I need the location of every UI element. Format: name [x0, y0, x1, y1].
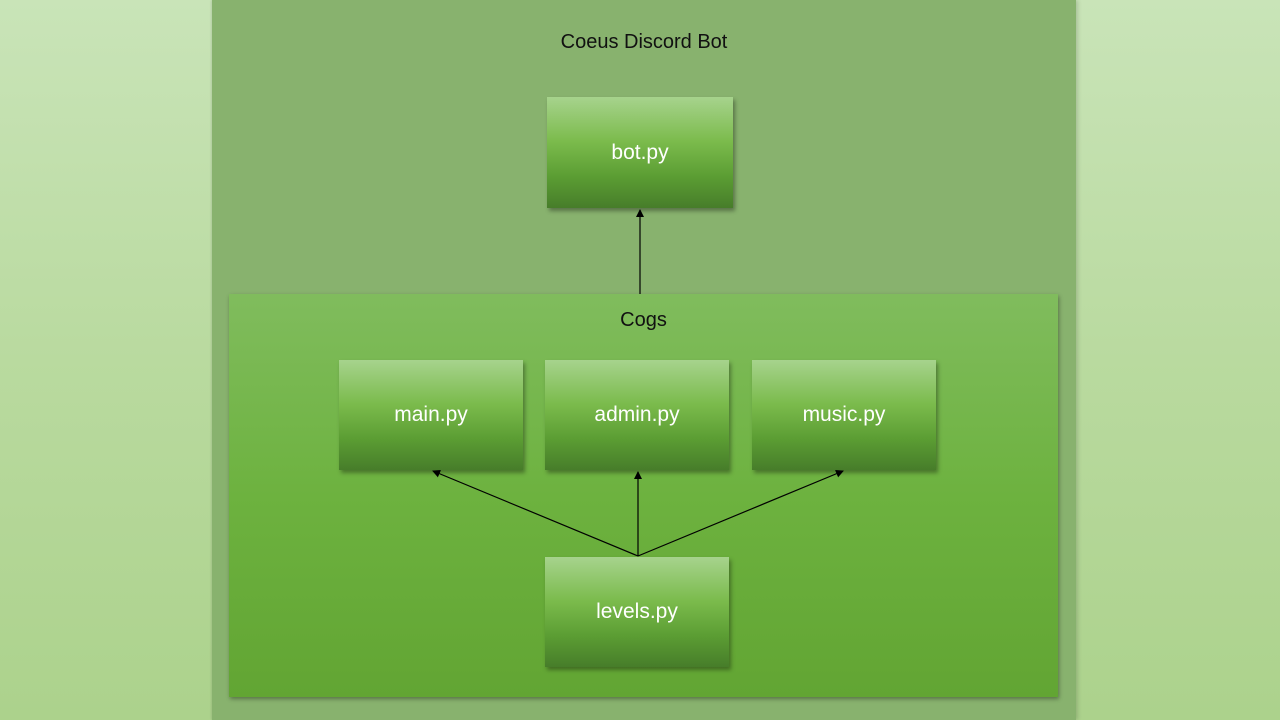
cogs-group-title: Cogs — [620, 309, 667, 331]
node-admin: admin.py — [545, 360, 729, 470]
node-main: main.py — [339, 360, 523, 470]
node-levels: levels.py — [545, 557, 729, 667]
node-music: music.py — [752, 360, 936, 470]
diagram-title: Coeus Discord Bot — [560, 31, 728, 53]
node-bot: bot.py — [547, 97, 733, 208]
